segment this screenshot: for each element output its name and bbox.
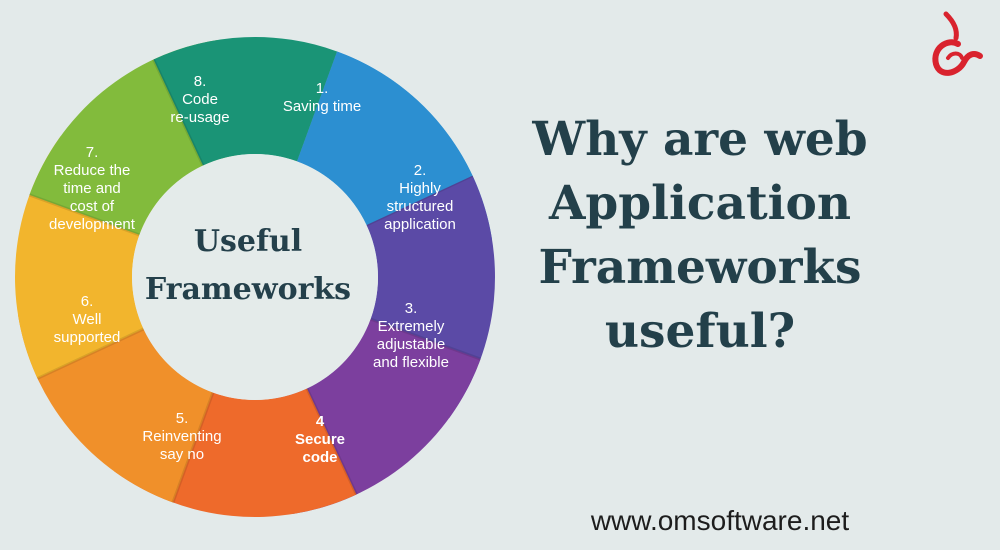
segment-1-label-line-1: 1. (316, 80, 329, 97)
segment-7-label-line-4: cost of (70, 198, 115, 215)
wheel-segment-edge-6 (36, 327, 145, 380)
segment-3-label-line-1: 3. (405, 300, 418, 317)
segment-7-label-line-5: development (49, 216, 136, 233)
segment-4-label-line-1: 4 (316, 413, 325, 430)
segment-7-label-line-2: Reduce the (54, 162, 131, 179)
wheel-segment-1-overlay (297, 51, 473, 226)
segment-6-label-line-1: 6. (81, 293, 94, 310)
segment-6-label-line-2: Well (73, 311, 102, 328)
hub-title-line-2: Frameworks (145, 272, 351, 307)
website-url[interactable]: www.omsoftware.net (590, 505, 850, 536)
segment-2-label-line-4: application (384, 216, 456, 233)
wheel-segment-edge-2 (365, 174, 474, 227)
segment-3-label-line-4: and flexible (373, 354, 449, 371)
headline: Why are web Application Frameworks usefu… (520, 108, 880, 364)
wheel-segment-edge-3 (370, 317, 482, 361)
headline-line-1: Why are web (532, 112, 868, 167)
frameworks-wheel-diagram: Useful Frameworks 1.Saving time2.Highlys… (14, 36, 495, 517)
wheel-segment-edge-7 (28, 193, 140, 237)
wheel-segment-edge-8 (152, 58, 205, 167)
segment-2-label-line-3: structured (387, 198, 454, 215)
segment-1-label-line-2: Saving time (283, 98, 361, 115)
segment-8-label-line-2: Code (182, 91, 218, 108)
wheel-hub (132, 154, 378, 400)
segment-2-label-line-1: 2. (414, 162, 427, 179)
wheel-segment-edge-5 (171, 392, 215, 504)
segment-4-label-line-3: code (302, 449, 337, 466)
segment-7-label-line-3: time and (63, 180, 121, 197)
segment-8-label-line-3: re-usage (170, 109, 229, 126)
segment-5-label-line-2: Reinventing (142, 428, 221, 445)
segment-7-label-line-1: 7. (86, 144, 99, 161)
segment-6-label-line-3: supported (54, 329, 121, 346)
segment-3-label-line-2: Extremely (378, 318, 445, 335)
segment-2-label-line-2: Highly (399, 180, 441, 197)
headline-line-3: Frameworks (538, 240, 862, 295)
hub-title-line-1: Useful (194, 224, 302, 259)
segment-3-label-line-3: adjustable (377, 336, 445, 353)
headline-line-4: useful? (604, 304, 796, 359)
wheel-segment-8 (153, 36, 338, 166)
headline-line-2: Application (548, 176, 852, 231)
segment-5-label-line-1: 5. (176, 410, 189, 427)
segment-8-label-line-1: 8. (194, 73, 207, 90)
segment-5-label-line-3: say no (160, 446, 204, 463)
segment-4-label-line-2: Secure (295, 431, 345, 448)
wheel-segment-edge-4 (305, 387, 358, 496)
om-software-logo-icon (932, 11, 983, 76)
